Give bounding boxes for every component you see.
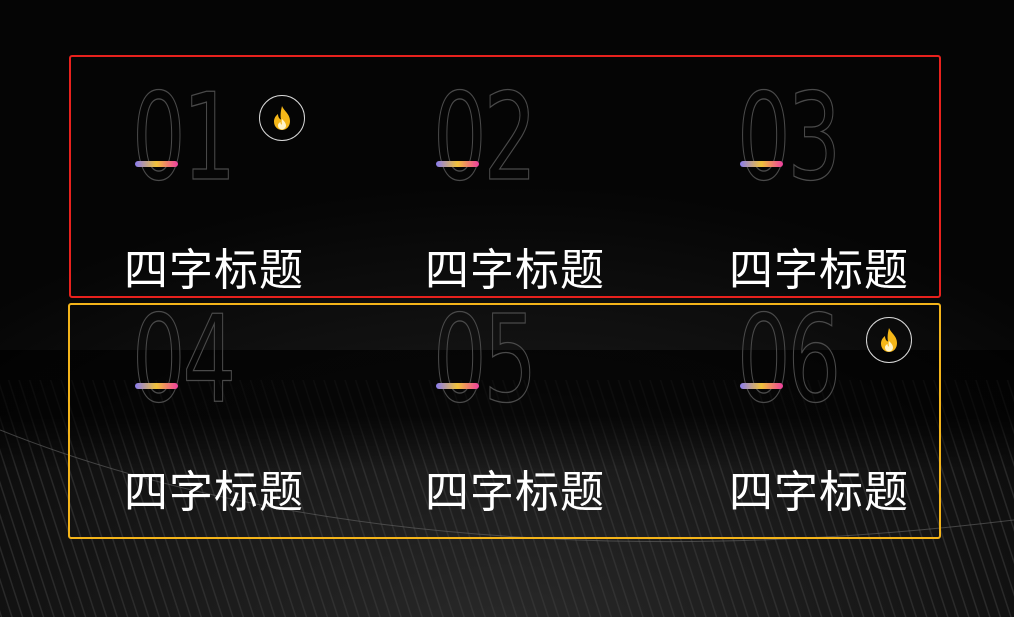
gradient-underline [740, 161, 783, 167]
item-title: 四字标题 [425, 245, 605, 296]
gradient-underline [740, 383, 783, 389]
gradient-underline [436, 161, 479, 167]
top-row-frame [69, 55, 941, 298]
gradient-underline [135, 383, 178, 389]
gradient-underline [436, 383, 479, 389]
item-title: 四字标题 [124, 467, 304, 518]
item-title: 四字标题 [425, 467, 605, 518]
flame-icon [881, 328, 897, 352]
item-04: 04 四字标题 [124, 291, 332, 526]
item-01: 01 四字标题 [124, 69, 332, 304]
item-title: 四字标题 [729, 245, 909, 296]
gradient-underline [135, 161, 178, 167]
item-number: 01 [131, 69, 236, 208]
item-06: 06 四字标题 [729, 291, 937, 526]
flame-icon [274, 106, 290, 130]
item-number: 02 [432, 69, 537, 208]
hot-badge [259, 95, 305, 141]
bottom-row-frame [68, 303, 941, 539]
item-number: 06 [736, 291, 841, 430]
item-number: 05 [432, 291, 537, 430]
item-title: 四字标题 [729, 467, 909, 518]
item-number: 03 [736, 69, 841, 208]
item-05: 05 四字标题 [425, 291, 633, 526]
hot-badge [866, 317, 912, 363]
item-number: 04 [131, 291, 236, 430]
item-title: 四字标题 [124, 245, 304, 296]
item-02: 02 四字标题 [425, 69, 633, 304]
item-03: 03 四字标题 [729, 69, 937, 304]
